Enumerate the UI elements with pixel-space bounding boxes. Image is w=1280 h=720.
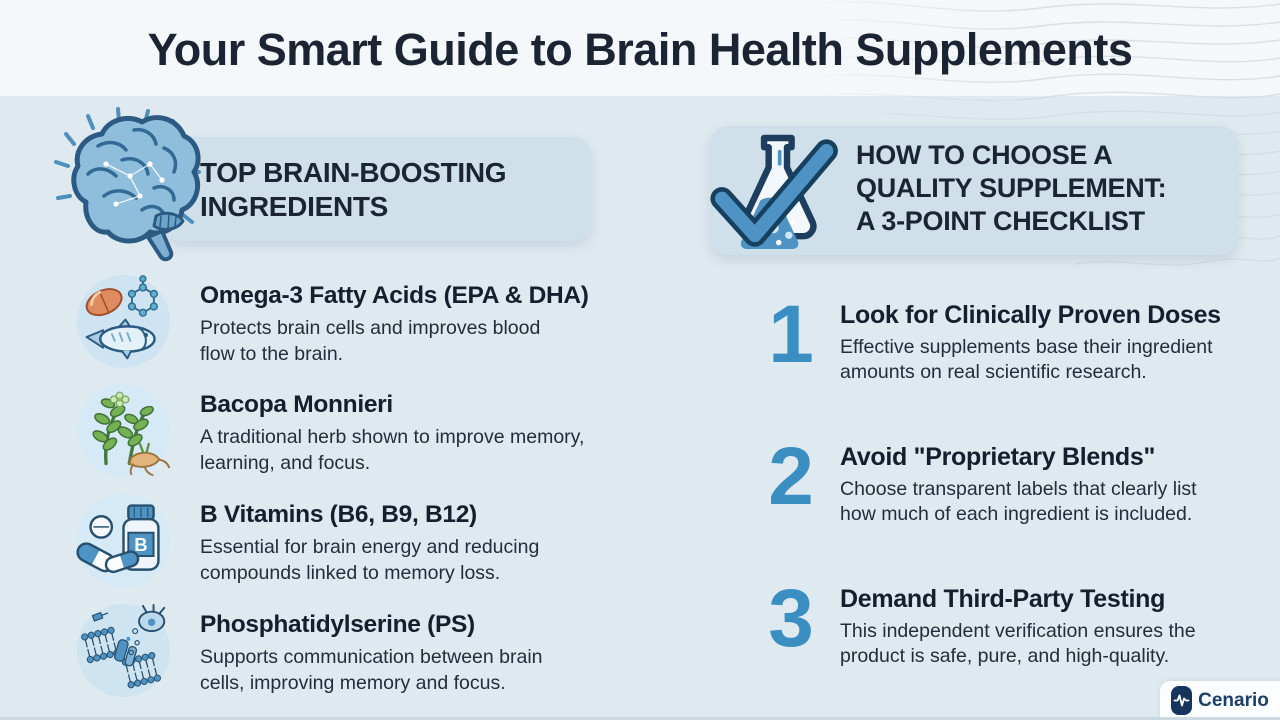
desc-line: how much of each ingredient is included. bbox=[840, 503, 1193, 526]
pulse-logo-icon bbox=[1171, 686, 1193, 715]
brand-logo: Cenario bbox=[1160, 681, 1280, 720]
ingredient-title: B Vitamins (B6, B9, B12) bbox=[200, 501, 477, 528]
desc-line: learning, and focus. bbox=[200, 452, 371, 475]
desc-line: A traditional herb shown to improve memo… bbox=[200, 425, 585, 448]
ingredient-title: Bacopa Monnieri bbox=[200, 391, 393, 418]
desc-line: Protects brain cells and improves blood bbox=[200, 316, 541, 339]
desc-line: Choose transparent labels that clearly l… bbox=[840, 477, 1197, 500]
left-section-heading: TOP BRAIN-BOOSTING INGREDIENTS bbox=[163, 137, 591, 223]
ingredient-description: Essential for brain energy and reducing … bbox=[200, 534, 620, 587]
brain-icon bbox=[46, 104, 212, 268]
right-heading-line3: A 3-POINT CHECKLIST bbox=[856, 206, 1145, 237]
ingredient-description: A traditional herb shown to improve memo… bbox=[200, 424, 620, 477]
brand-name: Cenario bbox=[1198, 689, 1269, 711]
left-heading-line2: INGREDIENTS bbox=[200, 190, 389, 222]
step-number: 3 bbox=[768, 573, 814, 664]
left-heading-line1: TOP BRAIN-BOOSTING bbox=[200, 157, 507, 188]
bottom-edge-divider bbox=[0, 717, 1280, 720]
desc-line: Effective supplements base their ingredi… bbox=[840, 335, 1213, 358]
step-description: This independent verification ensures th… bbox=[840, 619, 1255, 671]
bacopa-plant-icon bbox=[75, 382, 172, 479]
step-number: 2 bbox=[768, 431, 814, 522]
page-title-bold: Brain Health Supplements bbox=[584, 24, 1133, 75]
right-heading-line1: HOW TO CHOOSE A bbox=[856, 140, 1113, 170]
desc-line: flow to the brain. bbox=[200, 343, 344, 366]
page-title-prefix: Your Smart Guide to bbox=[147, 24, 585, 75]
desc-line: Supports communication between brain bbox=[200, 645, 543, 668]
b-vitamins-bottle-icon: B bbox=[75, 492, 172, 589]
ingredient-title: Omega-3 Fatty Acids (EPA & DHA) bbox=[200, 282, 589, 309]
page-title: Your Smart Guide to Brain Health Supplem… bbox=[0, 24, 1280, 76]
desc-line: This independent verification ensures th… bbox=[840, 619, 1196, 642]
step-description: Effective supplements base their ingredi… bbox=[840, 335, 1255, 387]
desc-line: Essential for brain energy and reducing bbox=[200, 535, 540, 558]
step-title: Demand Third-Party Testing bbox=[840, 585, 1166, 613]
membrane-synapse-icon bbox=[75, 602, 172, 699]
ingredient-title: Phosphatidylserine (PS) bbox=[200, 611, 475, 638]
step-number: 1 bbox=[768, 289, 814, 380]
step-title: Look for Clinically Proven Doses bbox=[840, 301, 1221, 329]
svg-text:B: B bbox=[134, 534, 147, 555]
ingredient-description: Protects brain cells and improves blood … bbox=[200, 315, 620, 368]
step-description: Choose transparent labels that clearly l… bbox=[840, 477, 1255, 529]
desc-line: product is safe, pure, and high-quality. bbox=[840, 645, 1170, 668]
left-section-heading-band: TOP BRAIN-BOOSTING INGREDIENTS bbox=[163, 137, 591, 241]
right-heading-line2: QUALITY SUPPLEMENT: bbox=[856, 173, 1167, 204]
ingredient-description: Supports communication between brain cel… bbox=[200, 644, 620, 697]
fish-omega3-icon bbox=[75, 273, 172, 370]
desc-line: cells, improving memory and focus. bbox=[200, 672, 506, 695]
step-title: Avoid "Proprietary Blends" bbox=[840, 443, 1156, 471]
desc-line: amounts on real scientific research. bbox=[840, 361, 1147, 384]
desc-line: compounds linked to memory loss. bbox=[200, 562, 501, 585]
flask-checkmark-icon bbox=[706, 127, 846, 260]
right-section-heading: HOW TO CHOOSE A QUALITY SUPPLEMENT: A 3-… bbox=[710, 126, 1238, 239]
